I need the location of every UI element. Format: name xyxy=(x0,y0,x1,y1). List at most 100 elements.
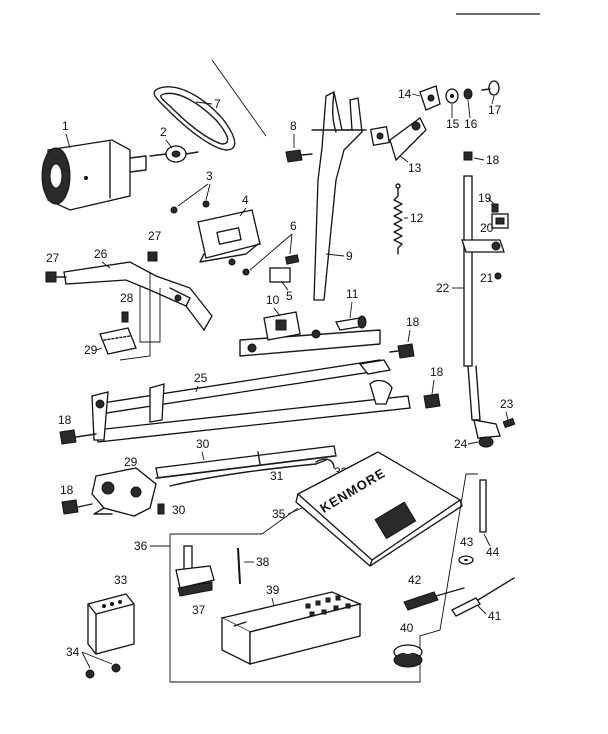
label-43: 41 xyxy=(488,609,502,623)
bobbin xyxy=(393,644,423,668)
label-32: 30 xyxy=(196,437,210,451)
label-6: 6 xyxy=(290,219,297,233)
wire-33 xyxy=(169,459,327,487)
crank-24 xyxy=(473,419,501,448)
screw-31 xyxy=(157,503,165,515)
bracket-14 xyxy=(419,85,441,111)
label-18-top: 18 xyxy=(486,153,500,167)
label-42: 40 xyxy=(400,621,414,635)
attachments-frame xyxy=(169,473,478,683)
label-30: 29 xyxy=(124,455,138,469)
label-38: 36 xyxy=(134,539,148,553)
label-36: 33 xyxy=(114,573,128,587)
label-40: 38 xyxy=(256,555,270,569)
plate-29 xyxy=(99,327,137,355)
label-12: 12 xyxy=(410,211,424,225)
control-36 xyxy=(87,593,135,655)
label-2: 2 xyxy=(160,125,167,139)
link-26 xyxy=(63,261,213,332)
label-19: 19 xyxy=(478,191,492,205)
label-45: 43 xyxy=(460,535,474,549)
label-17: 17 xyxy=(488,103,502,117)
screw-23 xyxy=(502,417,516,429)
label-25: 25 xyxy=(194,371,208,385)
bracket-30 xyxy=(91,467,157,517)
accessory-box xyxy=(220,591,363,666)
screw-19 xyxy=(491,203,499,213)
screws-3 xyxy=(170,200,210,214)
label-27-left: 27 xyxy=(46,251,60,265)
instruction-book: KENMORE xyxy=(295,451,463,567)
shaft-25 xyxy=(91,359,411,443)
label-18-shaft: 18 xyxy=(430,365,444,379)
clamp-20 xyxy=(491,213,509,229)
lever-link xyxy=(389,117,427,162)
label-14: 14 xyxy=(398,87,412,101)
label-1: 1 xyxy=(62,119,69,133)
label-35: 35 xyxy=(272,507,286,521)
label-16: 16 xyxy=(464,117,478,131)
label-31: 30 xyxy=(172,503,186,517)
label-44: 42 xyxy=(408,573,422,587)
presser-foot xyxy=(175,545,215,597)
label-33: 31 xyxy=(270,469,284,483)
label-27-right: 27 xyxy=(148,229,162,243)
screw-8 xyxy=(285,149,313,163)
label-46: 44 xyxy=(486,545,500,559)
screw-18-left xyxy=(59,429,97,445)
screw-18-top xyxy=(463,151,473,161)
label-18-mid: 18 xyxy=(406,315,420,329)
label-18-bottom: 18 xyxy=(60,483,74,497)
screw-27-right xyxy=(147,251,158,262)
label-3: 3 xyxy=(206,169,213,183)
felt-45 xyxy=(458,555,474,565)
label-13: 13 xyxy=(408,161,422,175)
label-29: 29 xyxy=(84,343,98,357)
block xyxy=(269,267,291,283)
pin-34 xyxy=(315,458,335,469)
screws-37 xyxy=(85,663,121,679)
label-24: 24 xyxy=(454,437,468,451)
label-22: 22 xyxy=(436,281,450,295)
label-7: 7 xyxy=(214,97,221,111)
label-10: 10 xyxy=(266,293,280,307)
rod-22 xyxy=(461,175,505,421)
screw-18-shaft xyxy=(423,393,441,409)
label-26: 26 xyxy=(94,247,108,261)
label-11: 11 xyxy=(346,287,359,301)
label-4: 4 xyxy=(242,193,249,207)
label-15: 15 xyxy=(446,117,460,131)
washer-16 xyxy=(463,88,473,100)
label-28: 28 xyxy=(120,291,134,305)
washer-15 xyxy=(445,88,459,104)
belt xyxy=(153,86,236,151)
collar-21 xyxy=(491,241,502,280)
screw-17 xyxy=(481,80,500,96)
label-5: 5 xyxy=(286,289,293,303)
motor xyxy=(41,139,147,211)
label-39: 37 xyxy=(192,603,206,617)
lever-bracket xyxy=(239,311,381,357)
screwdriver-44 xyxy=(403,587,465,611)
screw-27-left xyxy=(45,271,67,283)
label-41: 39 xyxy=(266,583,280,597)
motor-pulley xyxy=(149,145,199,163)
label-37: 34 xyxy=(66,645,80,659)
label-23: 23 xyxy=(500,397,514,411)
spring xyxy=(393,183,403,255)
reference-line xyxy=(211,59,267,137)
spool-pin-46 xyxy=(479,479,487,533)
label-8: 8 xyxy=(290,119,297,133)
screw-18-mid xyxy=(389,343,415,359)
screwdriver-43 xyxy=(451,577,515,617)
screws-6 xyxy=(242,254,300,276)
screw-18-bottom xyxy=(61,499,93,515)
needle-40 xyxy=(237,547,241,585)
rod-32 xyxy=(155,445,337,479)
screw-11 xyxy=(335,315,367,331)
label-21: 21 xyxy=(480,271,494,285)
label-20: 20 xyxy=(480,221,494,235)
label-9: 9 xyxy=(346,249,353,263)
